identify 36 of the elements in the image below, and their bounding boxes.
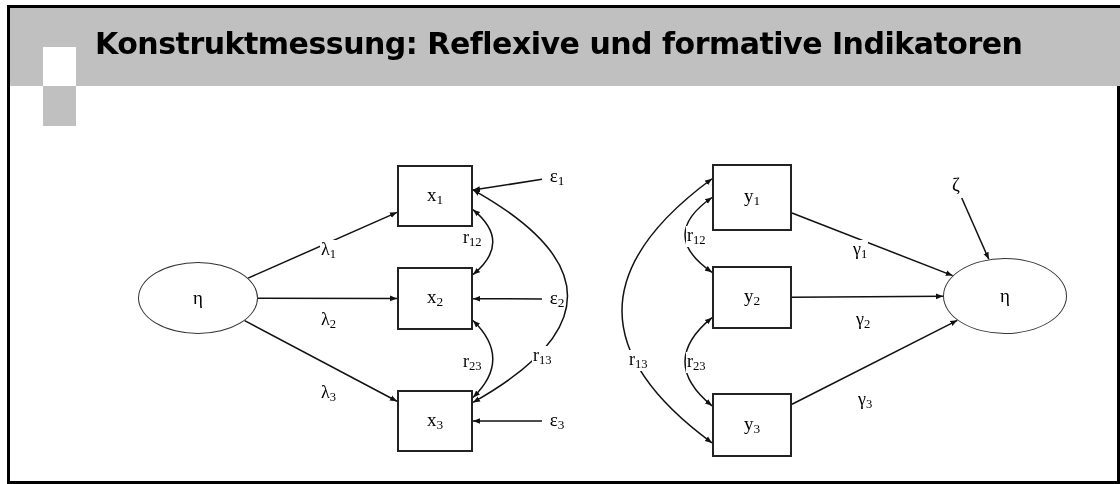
correlation-arrow [684, 316, 713, 407]
error-term-label: ε$_{2}$ [544, 286, 570, 312]
indicator-box: y$_{3}$ [712, 393, 792, 457]
correlation-arrow [472, 208, 494, 276]
slide-title: Konstruktmessung: Reflexive und formative Indikatoren [95, 26, 1023, 61]
correlation-arrow [472, 189, 569, 404]
indicator-box: x$_{1}$ [397, 165, 473, 227]
edge-label: λ$_{2}$ [320, 310, 338, 331]
arrow [257, 295, 398, 302]
edge-label: λ$_{3}$ [320, 383, 338, 404]
correlation-arrow [472, 319, 494, 399]
edge-label: r$_{13}$ [532, 346, 553, 367]
error-term-label: ζ [946, 172, 966, 198]
indicator-box: y$_{1}$ [712, 164, 792, 231]
arrow [472, 295, 543, 302]
arrow [243, 319, 398, 403]
arrow [791, 293, 944, 300]
indicator-box: x$_{3}$ [397, 390, 473, 452]
edge-label: γ$_{1}$ [852, 240, 869, 261]
edge-label: r$_{12}$ [686, 226, 707, 247]
arrow [791, 212, 954, 277]
error-term-label: ε$_{3}$ [544, 408, 570, 434]
indicator-box: x$_{2}$ [397, 267, 473, 330]
latent-variable-ellipse: η [138, 262, 258, 334]
error-term-label: ε$_{1}$ [544, 164, 570, 190]
correlation-arrow [684, 196, 713, 274]
edge-label: r$_{13}$ [628, 350, 649, 371]
arrow [247, 211, 398, 279]
arrow [791, 319, 959, 405]
arrow [472, 178, 543, 192]
latent-variable-ellipse: η [943, 258, 1067, 334]
arrow [472, 418, 543, 424]
correlation-arrow [621, 178, 713, 444]
indicator-box: y$_{2}$ [712, 266, 792, 329]
edge-label: r$_{23}$ [686, 352, 707, 373]
edge-label: λ$_{1}$ [320, 240, 338, 261]
